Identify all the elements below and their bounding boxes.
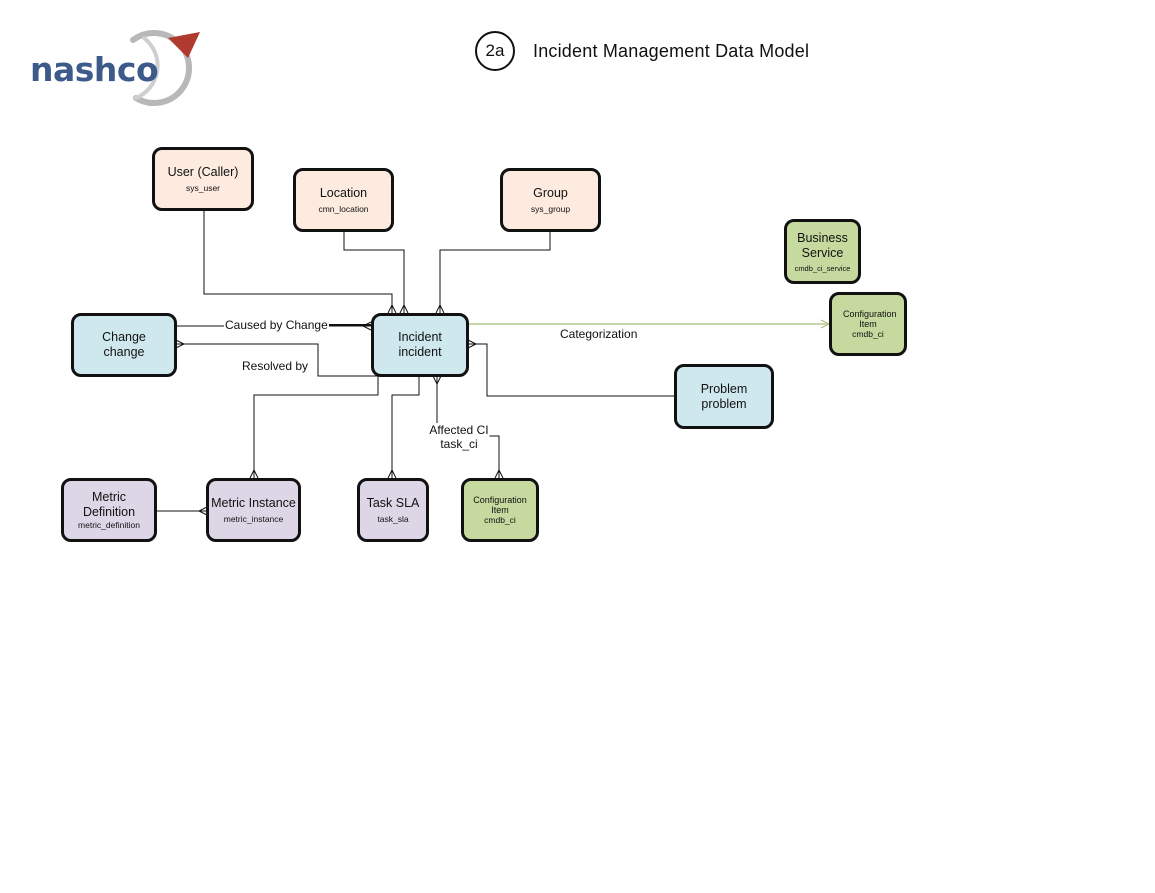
nashco-logo: nashco	[28, 30, 208, 110]
crowfoot-location	[399, 303, 409, 314]
entity-configuration-item-top[interactable]: Configuration Item cmdb_ci	[829, 292, 907, 356]
entity-title: Configuration Item	[843, 308, 897, 329]
entity-title: Business Service	[797, 230, 848, 260]
entity-table: cmdb_ci	[852, 329, 884, 340]
entity-business-service[interactable]: Business Service cmdb_ci_service	[784, 219, 861, 284]
line-incident-metric-instance	[253, 376, 379, 478]
relation-label-caused-by: Caused by Change	[224, 318, 329, 332]
entity-table: problem	[701, 396, 747, 411]
entity-table: sys_user	[185, 182, 220, 193]
entity-table: cmdb_ci	[484, 515, 516, 526]
relation-label-affected-ci-table: task_ci	[439, 437, 479, 451]
diagram-number-badge: 2a	[475, 31, 515, 71]
entity-title: Incident	[398, 330, 442, 344]
entity-metric-definition[interactable]: Metric Definition metric_definition	[61, 478, 157, 542]
entity-incident[interactable]: Incident incident	[371, 313, 469, 377]
relation-label-categorization: Categorization	[559, 327, 639, 341]
entity-task-sla[interactable]: Task SLA task_sla	[357, 478, 429, 542]
line-affected-ci-config	[489, 435, 500, 478]
crowfoot-incident-affected	[432, 375, 442, 386]
entity-location[interactable]: Location cmn_location	[293, 168, 394, 232]
crowfoot-resolved-by	[175, 339, 186, 349]
entity-change[interactable]: Change change	[71, 313, 177, 377]
entity-table: incident	[398, 345, 442, 359]
line-incident-task-sla	[391, 376, 420, 478]
crowfoot-user	[387, 303, 397, 314]
entity-title: Location	[319, 185, 368, 200]
entity-group[interactable]: Group sys_group	[500, 168, 601, 232]
entity-title: Change	[102, 330, 146, 344]
line-location-incident	[343, 232, 405, 313]
entity-problem[interactable]: Problem problem	[674, 364, 774, 429]
line-group-incident	[439, 232, 551, 313]
entity-table: metric_instance	[223, 513, 284, 524]
crowfoot-task-sla	[387, 468, 397, 479]
relation-label-resolved-by: Resolved by	[241, 359, 310, 373]
relation-label-affected-ci: Affected CI	[428, 423, 490, 437]
entity-title: Group	[533, 185, 568, 200]
entity-title: User (Caller)	[167, 164, 239, 179]
crowfoot-group	[435, 303, 445, 314]
line-incident-problem	[468, 343, 675, 397]
entity-table: sys_group	[530, 203, 571, 214]
entity-title: Metric Definition	[82, 489, 136, 519]
crowfoot-problem	[467, 339, 478, 349]
crowfoot-config-bottom	[494, 468, 504, 479]
entity-metric-instance[interactable]: Metric Instance metric_instance	[206, 478, 301, 542]
diagram-title: Incident Management Data Model	[533, 41, 810, 61]
entity-configuration-item-bottom[interactable]: Configuration Item cmdb_ci	[461, 478, 539, 542]
entity-table: cmn_location	[318, 203, 369, 214]
crowfoot-caused-by	[361, 321, 372, 331]
crowfoot-metric-instance	[249, 468, 259, 479]
entity-title: Metric Instance	[211, 495, 296, 510]
entity-title: Problem	[700, 381, 748, 396]
entity-table: cmdb_ci_service	[794, 263, 851, 273]
entity-table: task_sla	[377, 513, 409, 524]
entity-table: metric_definition	[78, 519, 140, 530]
entity-user[interactable]: User (Caller) sys_user	[152, 147, 254, 211]
entity-table: change	[103, 345, 145, 359]
entity-title: Configuration Item	[473, 494, 527, 515]
entity-title: Task SLA	[366, 495, 420, 510]
logo-text: nashco	[30, 50, 159, 89]
logo-swirl-icon	[130, 30, 200, 106]
